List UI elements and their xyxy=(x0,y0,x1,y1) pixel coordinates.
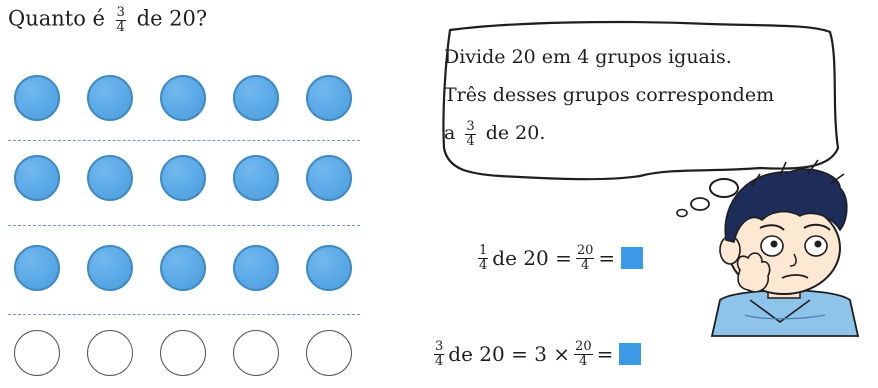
filled-circle xyxy=(233,155,279,201)
answer-box[interactable] xyxy=(621,247,643,269)
eq1-fraction-2: 20 4 xyxy=(576,244,595,272)
fraction-numerator: 3 xyxy=(116,6,126,21)
boy-thinking-illustration xyxy=(690,150,875,340)
question-prefix: Quanto é xyxy=(8,7,105,31)
eq1-fraction: 1 4 xyxy=(478,244,488,272)
fraction-numerator: 20 xyxy=(576,244,595,259)
equation-three-quarters: 3 4 de 20 = 3 × 20 4 = xyxy=(430,340,641,368)
eq1-mid-text: de 20 = xyxy=(492,246,572,270)
eq2-fraction: 3 4 xyxy=(434,340,444,368)
empty-circle xyxy=(160,330,206,376)
filled-circle xyxy=(14,155,60,201)
fraction-denominator: 4 xyxy=(478,259,488,273)
fraction-numerator: 20 xyxy=(574,340,593,355)
bubble-line-3-suffix: de 20. xyxy=(486,122,546,144)
eq2-equals: = xyxy=(597,342,614,366)
row-separator xyxy=(8,225,360,226)
fraction-denominator: 4 xyxy=(465,135,475,149)
filled-circle xyxy=(306,155,352,201)
filled-circle xyxy=(160,75,206,121)
filled-circle xyxy=(87,245,133,291)
filled-circle xyxy=(306,75,352,121)
question-fraction: 3 4 xyxy=(116,6,126,34)
equation-one-quarter: 1 4 de 20 = 20 4 = xyxy=(474,244,643,272)
answer-box[interactable] xyxy=(619,343,641,365)
bubble-line-3: a 3 4 de 20. xyxy=(444,114,824,152)
fraction-denominator: 4 xyxy=(116,21,126,35)
bubble-line-1: Divide 20 em 4 grupos iguais. xyxy=(444,38,824,76)
filled-circle xyxy=(14,75,60,121)
fraction-numerator: 3 xyxy=(434,340,444,355)
empty-circle xyxy=(14,330,60,376)
fraction-denominator: 4 xyxy=(576,259,595,273)
filled-circle xyxy=(233,245,279,291)
filled-circle xyxy=(233,75,279,121)
question-suffix: de 20? xyxy=(137,7,208,31)
fraction-denominator: 4 xyxy=(434,355,444,369)
eq2-fraction-2: 20 4 xyxy=(574,340,593,368)
filled-circle xyxy=(306,245,352,291)
filled-circle xyxy=(160,245,206,291)
fraction-denominator: 4 xyxy=(574,355,593,369)
bubble-line-3-prefix: a xyxy=(444,122,455,144)
fraction-numerator: 1 xyxy=(478,244,488,259)
row-separator xyxy=(8,314,360,315)
filled-circle xyxy=(14,245,60,291)
row-separator xyxy=(8,140,360,141)
filled-circle xyxy=(87,155,133,201)
eq2-mid-text: de 20 = 3 × xyxy=(448,342,570,366)
empty-circle xyxy=(87,330,133,376)
empty-circle xyxy=(306,330,352,376)
bubble-fraction: 3 4 xyxy=(465,120,475,148)
filled-circle xyxy=(160,155,206,201)
question-title: Quanto é 3 4 de 20? xyxy=(8,6,207,34)
empty-circle xyxy=(233,330,279,376)
bubble-text: Divide 20 em 4 grupos iguais. Três desse… xyxy=(444,38,824,152)
filled-circle xyxy=(87,75,133,121)
eq1-equals: = xyxy=(598,246,615,270)
fraction-numerator: 3 xyxy=(465,120,475,135)
bubble-line-2: Três desses grupos correspondem xyxy=(444,76,824,114)
